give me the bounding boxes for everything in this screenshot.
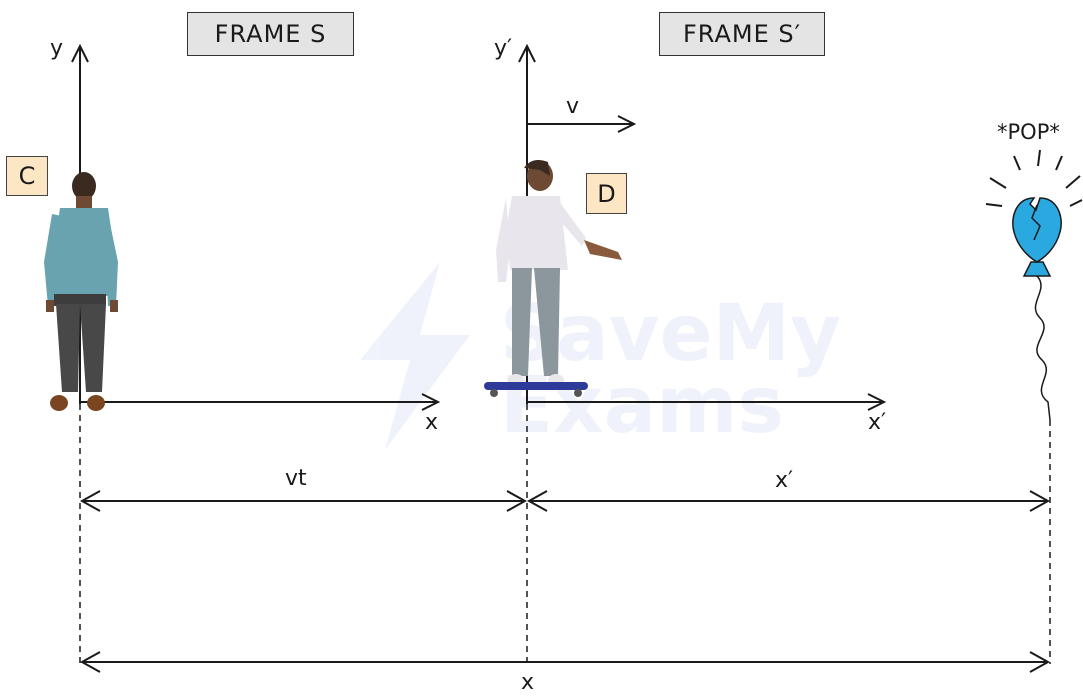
observer-d-figure [484, 160, 622, 397]
popping-balloon-icon [985, 149, 1083, 421]
vt-distance-arrow [79, 490, 528, 512]
y-prime-axis-label: y′ [494, 36, 513, 61]
observer-c-label: C [6, 156, 48, 196]
y-axis-label: y [50, 36, 64, 61]
x-prime-axis-label: x′ [868, 410, 887, 435]
observer-c-figure [44, 172, 118, 411]
x-prime-distance-arrow [526, 490, 1051, 512]
frame-s-prime-label: FRAME S′ [659, 12, 825, 56]
x-prime-distance-label: x′ [775, 468, 794, 493]
vt-distance-label: vt [285, 466, 307, 491]
velocity-label: v [566, 94, 580, 119]
x-distance-label: x [521, 670, 535, 695]
x-distance-arrow [79, 651, 1051, 673]
x-axis-label: x [425, 410, 439, 435]
pop-label: *POP* [997, 120, 1060, 144]
observer-d-label: D [586, 173, 627, 214]
svg-text:Exams: Exams [500, 361, 784, 451]
frame-s-label: FRAME S [187, 12, 354, 56]
